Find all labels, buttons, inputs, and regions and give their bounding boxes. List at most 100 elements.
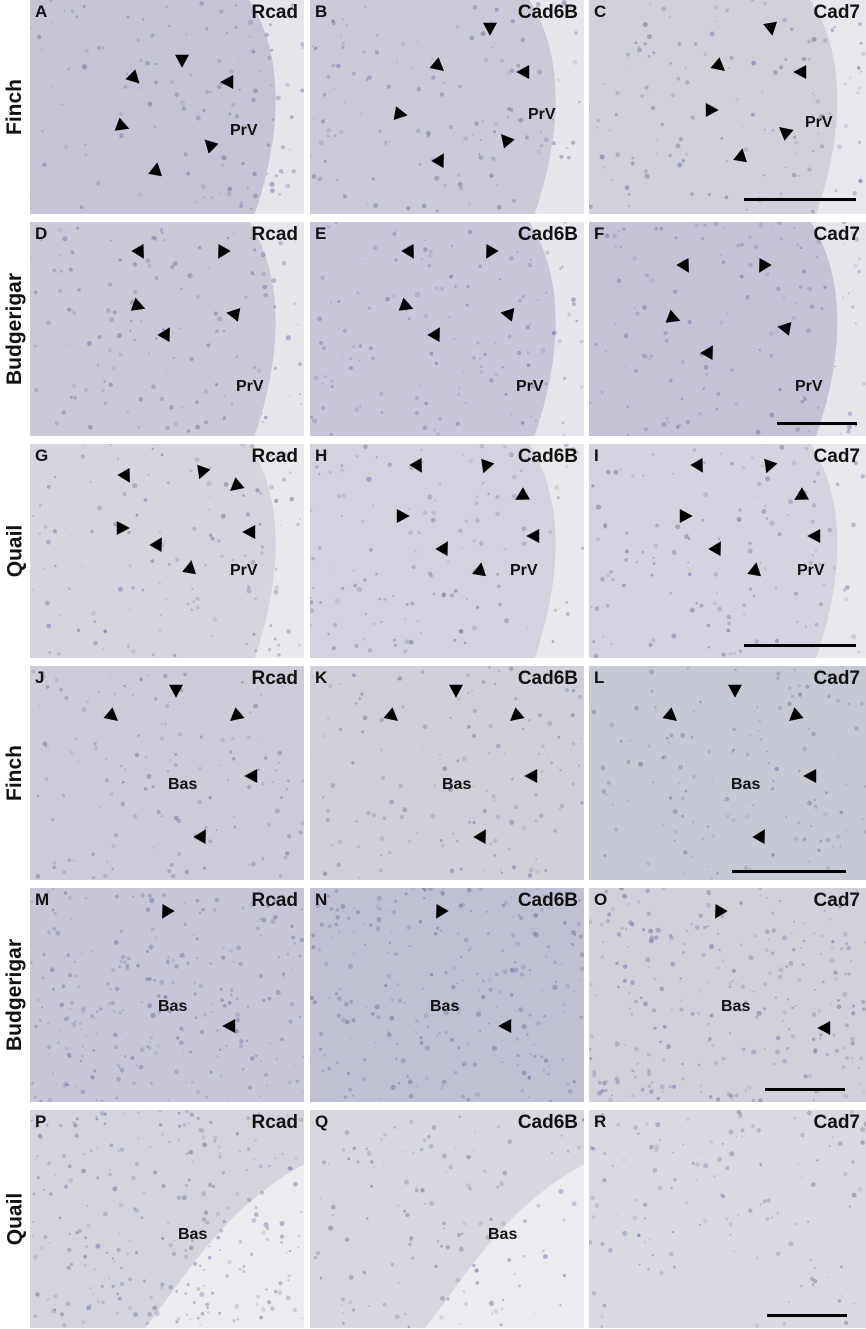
stain-dot [851,1160,855,1164]
stain-dot [517,914,521,917]
stain-dot [398,783,403,788]
stain-dot [680,360,685,364]
stain-dot [614,113,618,117]
stain-dot [96,1147,99,1150]
stain-dot [794,1005,797,1007]
stain-dot [549,9,552,13]
stain-dot [58,289,62,292]
stain-dot [204,563,207,567]
stain-dot [711,1044,715,1048]
stain-dot [542,1250,545,1253]
stain-dot [500,1307,504,1311]
stain-dot [227,1206,230,1210]
stain-dot [851,522,856,528]
stain-dot [459,309,462,311]
stain-dot [534,419,537,422]
stain-dot [251,861,256,867]
stain-dot [391,294,396,298]
stain-dot [753,933,758,938]
stain-dot [113,1032,118,1038]
stain-dot [637,900,641,904]
stain-dot [132,1081,136,1085]
stain-dot [589,919,592,925]
stain-dot [603,523,608,528]
stain-dot [542,894,546,897]
stain-dot [195,115,201,121]
stain-dot [32,514,35,517]
stain-dot [233,825,237,829]
stain-dot [706,866,709,868]
stain-dot [414,1188,419,1193]
stain-dot [418,531,421,534]
stain-dot [708,943,714,950]
stain-dot [48,651,51,654]
stain-dot [829,958,835,964]
stain-dot [614,1040,618,1044]
stain-dot [740,984,746,989]
stain-dot [615,1213,618,1216]
stain-dot [274,455,280,460]
stain-dot [648,938,654,944]
stain-dot [844,1320,849,1325]
stain-dot [66,1265,71,1270]
stain-dot [326,225,330,229]
stain-dot [270,188,275,194]
stain-dot [725,8,729,12]
stain-dot [300,1211,303,1214]
stain-dot [173,1239,176,1242]
stain-dot [407,1325,410,1328]
stain-dot [656,152,659,155]
stain-dot [459,867,463,871]
stain-dot [154,936,158,940]
stain-dot [93,742,97,746]
stain-dot [420,258,423,261]
stain-dot [151,447,155,451]
stain-dot [445,1245,450,1250]
stain-dot [788,961,794,966]
stain-dot [287,1123,291,1127]
stain-dot [47,890,51,894]
stain-dot [281,477,287,482]
stain-dot [807,167,812,172]
stain-dot [518,118,524,123]
stain-dot [529,415,533,418]
stain-dot [238,1150,241,1153]
stain-dot [89,481,92,484]
stain-dot [716,392,721,396]
stain-dot [286,629,291,634]
tissue-section-image [310,888,584,1102]
stain-dot [571,942,575,946]
stain-dot [403,649,408,654]
stain-dot [782,1321,786,1326]
stain-dot [604,792,608,796]
stain-dot [70,918,72,921]
stain-dot [202,108,206,113]
stain-dot [116,1292,119,1296]
stain-dot [397,1281,401,1285]
stain-dot [435,286,439,291]
stain-dot [59,1030,62,1033]
stain-dot [349,357,352,360]
stain-dot [58,288,63,294]
stain-dot [551,640,555,643]
stain-dot [475,1011,482,1017]
stain-dot [46,320,52,326]
stain-dot [480,31,486,37]
stain-dot [161,328,166,332]
stain-dot [152,1305,158,1311]
stain-dot [499,868,502,872]
stain-dot [442,766,448,772]
stain-dot [725,1165,730,1171]
stain-dot [770,911,775,916]
stain-dot [37,1133,43,1139]
tissue-edge [810,444,866,658]
stain-dot [671,633,677,639]
stain-dot [452,832,455,835]
stain-dot [851,634,857,640]
stain-dot [863,829,866,834]
stain-dot [775,1036,781,1041]
stain-dot [419,632,422,634]
stain-dot [831,939,835,944]
stain-dot [798,285,803,290]
stain-dot [805,684,810,689]
